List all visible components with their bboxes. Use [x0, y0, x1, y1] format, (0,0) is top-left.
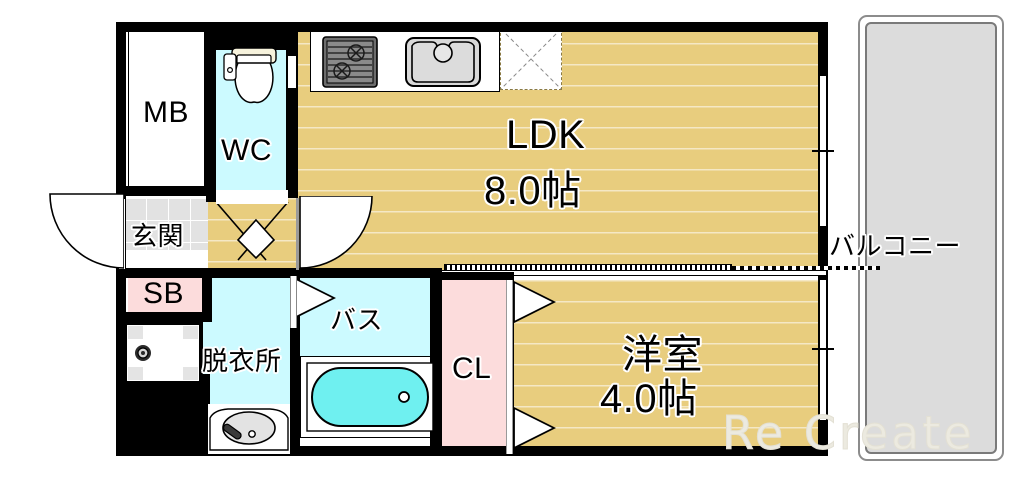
yoshitsu-balcony-window-mullion: [812, 348, 834, 350]
vanity-sink-icon: [208, 404, 290, 454]
wall-partition-stub: [442, 272, 514, 280]
label-bath: バス: [330, 305, 384, 335]
washing-machine-pan-icon: [123, 321, 203, 385]
yoshitsu-floor: [512, 280, 826, 454]
wall-mb-right: [204, 22, 216, 194]
ldk-door-swing-icon[interactable]: [298, 196, 376, 270]
wall-right-bottom: [818, 420, 828, 456]
ldk-door-jamb: [296, 198, 299, 270]
mb-area: [128, 30, 206, 192]
label-datsuijo: 脱衣所: [202, 346, 282, 376]
cl-door-track: [506, 280, 513, 454]
cl-door-top-icon[interactable]: [512, 280, 556, 326]
cl-area: [440, 280, 510, 454]
wall-genkan-bottom: [116, 268, 218, 278]
partition-hatch: [444, 264, 732, 271]
wall-hall-bottom: [208, 268, 300, 278]
wall-lower-left-block: [116, 374, 210, 456]
wall-sb-right: [202, 272, 212, 318]
label-mb: MB: [143, 96, 189, 129]
bath-door-track: [290, 276, 297, 328]
wall-wc-top: [204, 22, 298, 50]
yoshitsu-balcony-window[interactable]: [818, 280, 828, 420]
kitchen-sink-icon: [405, 37, 481, 87]
label-cl: CL: [452, 352, 492, 385]
wall-right-top: [818, 22, 828, 76]
gas-stove-icon: [322, 36, 378, 88]
wall-sb-bottom: [116, 312, 212, 322]
wall-mid-horizontal: [290, 268, 442, 278]
ldk-balcony-window-mullion: [812, 150, 834, 152]
wall-kitchen-lower: [286, 96, 298, 196]
wall-bath-left: [290, 268, 300, 456]
label-balcony: バルコニー: [829, 231, 961, 261]
bath-area: [300, 278, 440, 356]
wall-mb-bottom: [116, 186, 216, 196]
kitchen-door-gap: [288, 56, 296, 88]
genkan-tile: [124, 198, 208, 250]
label-ldk-area: 8.0帖: [484, 169, 582, 213]
wall-bottom: [116, 446, 828, 456]
partition-hatch-2: [732, 266, 880, 270]
wall-top: [116, 22, 828, 32]
toilet-icon: [223, 47, 277, 104]
label-ldk-name: LDK: [506, 113, 586, 157]
label-wc: WC: [221, 134, 272, 167]
genkan-folding-door-icon[interactable]: [216, 198, 298, 270]
wall-genkan-right: [206, 196, 216, 202]
balcony-area: [865, 22, 997, 454]
wc-door-swing-icon[interactable]: [216, 190, 288, 204]
label-sb: SB: [143, 277, 185, 310]
label-yoshitsu-area: 4.0帖: [600, 377, 698, 421]
sb-area: [128, 278, 206, 316]
balcony-outer-frame: [858, 15, 1004, 461]
label-yoshitsu-name: 洋室: [622, 333, 703, 377]
wall-right-mid: [818, 226, 828, 280]
genkan-door-swing-icon: [49, 193, 124, 269]
bathtub-icon: [306, 362, 434, 432]
cl-door-bottom-icon[interactable]: [512, 406, 556, 452]
watermark: Re Create: [722, 406, 975, 461]
label-genkan: 玄関: [131, 221, 185, 251]
washing-machine-space-x-icon: [500, 28, 562, 90]
